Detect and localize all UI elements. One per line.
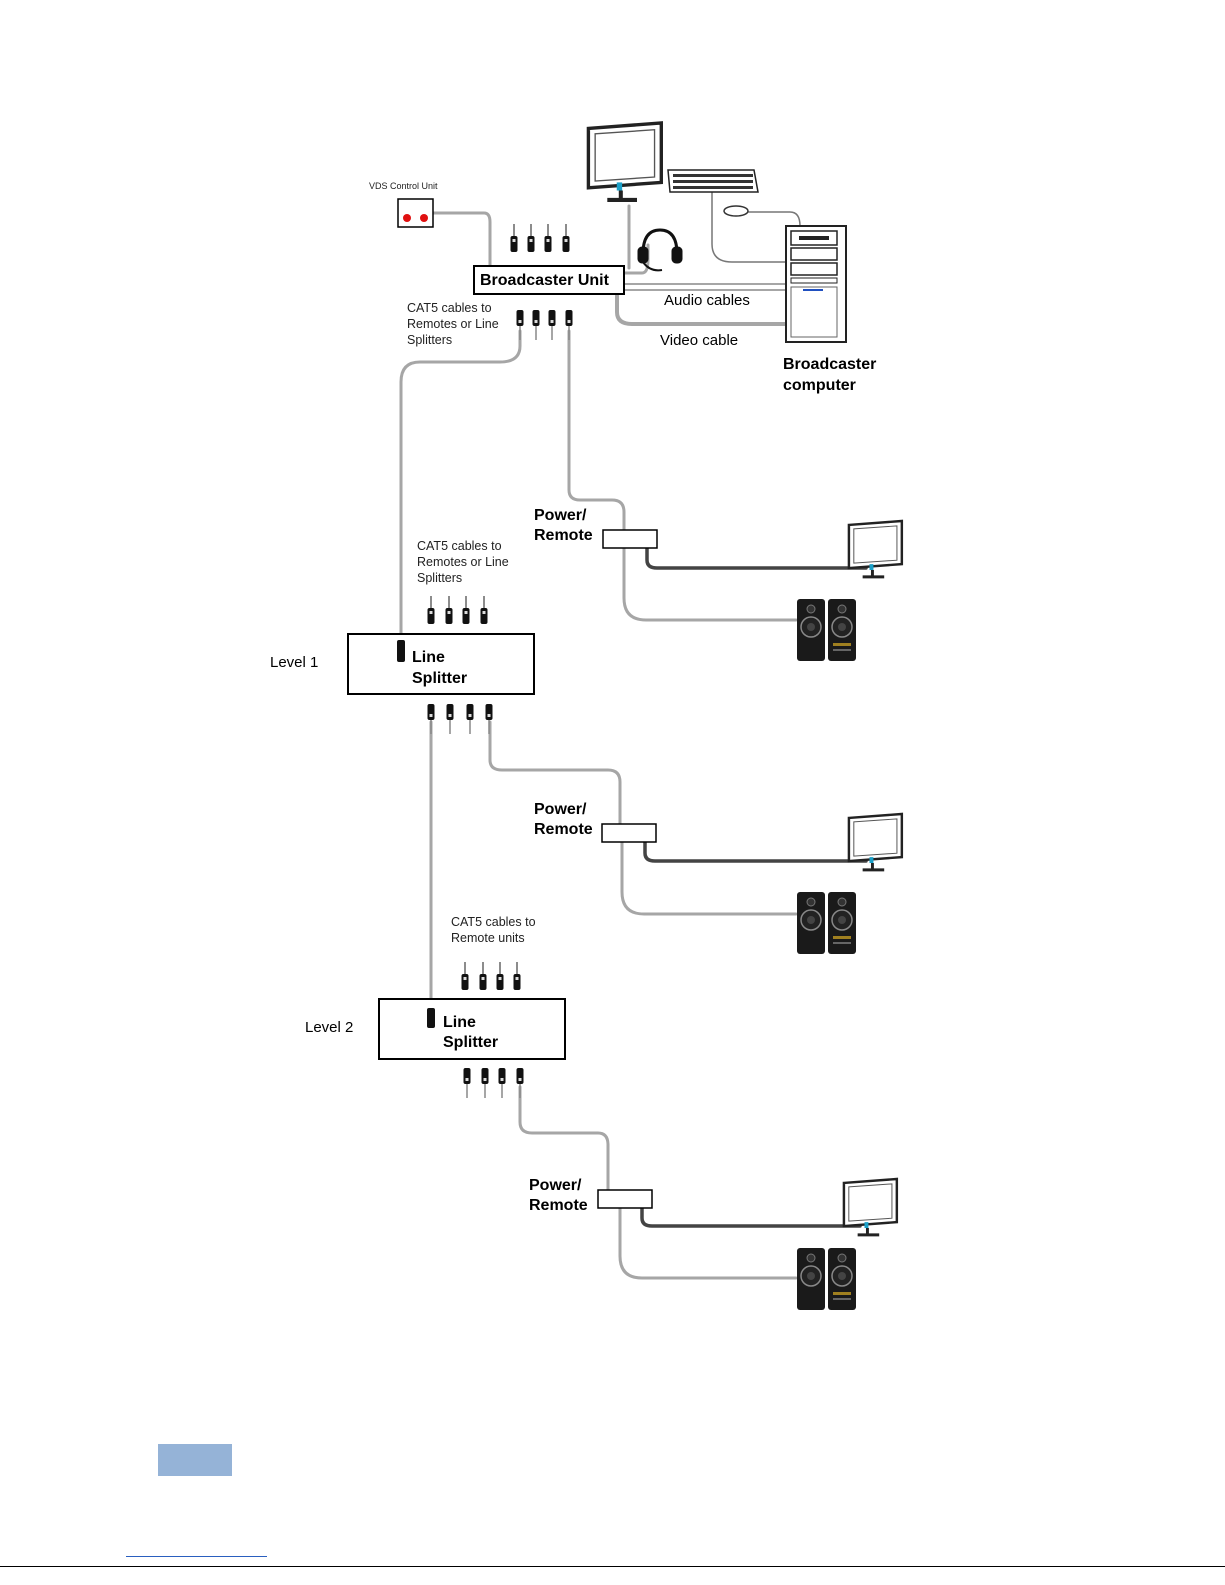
cables — [401, 192, 800, 1278]
power-remote-2-label-1: Power/ — [534, 799, 586, 820]
line-splitter-l2-label-1: Line — [443, 1012, 476, 1033]
power-remote-2-label-2: Remote — [534, 819, 593, 840]
headset-icon — [639, 230, 681, 270]
power-remote-box-3 — [598, 1190, 652, 1208]
speakers-icon — [797, 892, 856, 954]
broadcaster-unit-label: Broadcaster Unit — [480, 270, 609, 291]
cat5-l1-label-1: CAT5 cables to — [417, 539, 502, 555]
monitor-icon — [588, 123, 661, 200]
line-splitter-l1-label-2: Splitter — [412, 668, 467, 689]
cat5-l2-label-1: CAT5 cables to — [451, 915, 536, 931]
vds-control-unit — [398, 199, 433, 227]
line-splitter-l1-label-1: Line — [412, 647, 445, 668]
video-cable-label: Video cable — [660, 331, 738, 350]
rj45-connector-icon — [517, 310, 573, 340]
tower-computer-icon — [786, 226, 846, 342]
monitor-icon — [849, 521, 902, 577]
cat5-l1-label-3: Splitters — [417, 571, 462, 587]
rj45-connector-icon — [511, 224, 570, 252]
cat5-l1-label-2: Remotes or Line — [417, 555, 509, 571]
keyboard-icon — [668, 170, 758, 192]
power-remote-3-label-1: Power/ — [529, 1175, 581, 1196]
broadcaster-computer-label-1: Broadcaster — [783, 354, 876, 375]
cat5-top-label-2: Remotes or Line — [407, 317, 499, 333]
level1-label: Level 1 — [270, 653, 318, 672]
power-remote-3-label-2: Remote — [529, 1195, 588, 1216]
mouse-icon — [724, 206, 748, 216]
monitor-icon — [844, 1179, 897, 1235]
power-remote-box-1 — [603, 530, 657, 548]
power-remote-1-label-1: Power/ — [534, 505, 586, 526]
power-remote-box-2 — [602, 824, 656, 842]
vds-control-unit-label: VDS Control Unit — [369, 181, 438, 192]
cat5-top-label-1: CAT5 cables to — [407, 301, 492, 317]
line-splitter-l2-label-2: Splitter — [443, 1032, 498, 1053]
speakers-icon — [797, 1248, 856, 1310]
page-number-tab — [158, 1444, 232, 1476]
footer-rule — [0, 1566, 1225, 1567]
power-remote-1-label-2: Remote — [534, 525, 593, 546]
cat5-l2-label-2: Remote units — [451, 931, 525, 947]
cat5-top-label-3: Splitters — [407, 333, 452, 349]
audio-cables-label: Audio cables — [664, 291, 750, 310]
footer-link-underline — [126, 1556, 267, 1557]
broadcaster-computer-label-2: computer — [783, 375, 856, 396]
speakers-icon — [797, 599, 856, 661]
level2-label: Level 2 — [305, 1018, 353, 1037]
monitor-icon — [849, 814, 902, 870]
